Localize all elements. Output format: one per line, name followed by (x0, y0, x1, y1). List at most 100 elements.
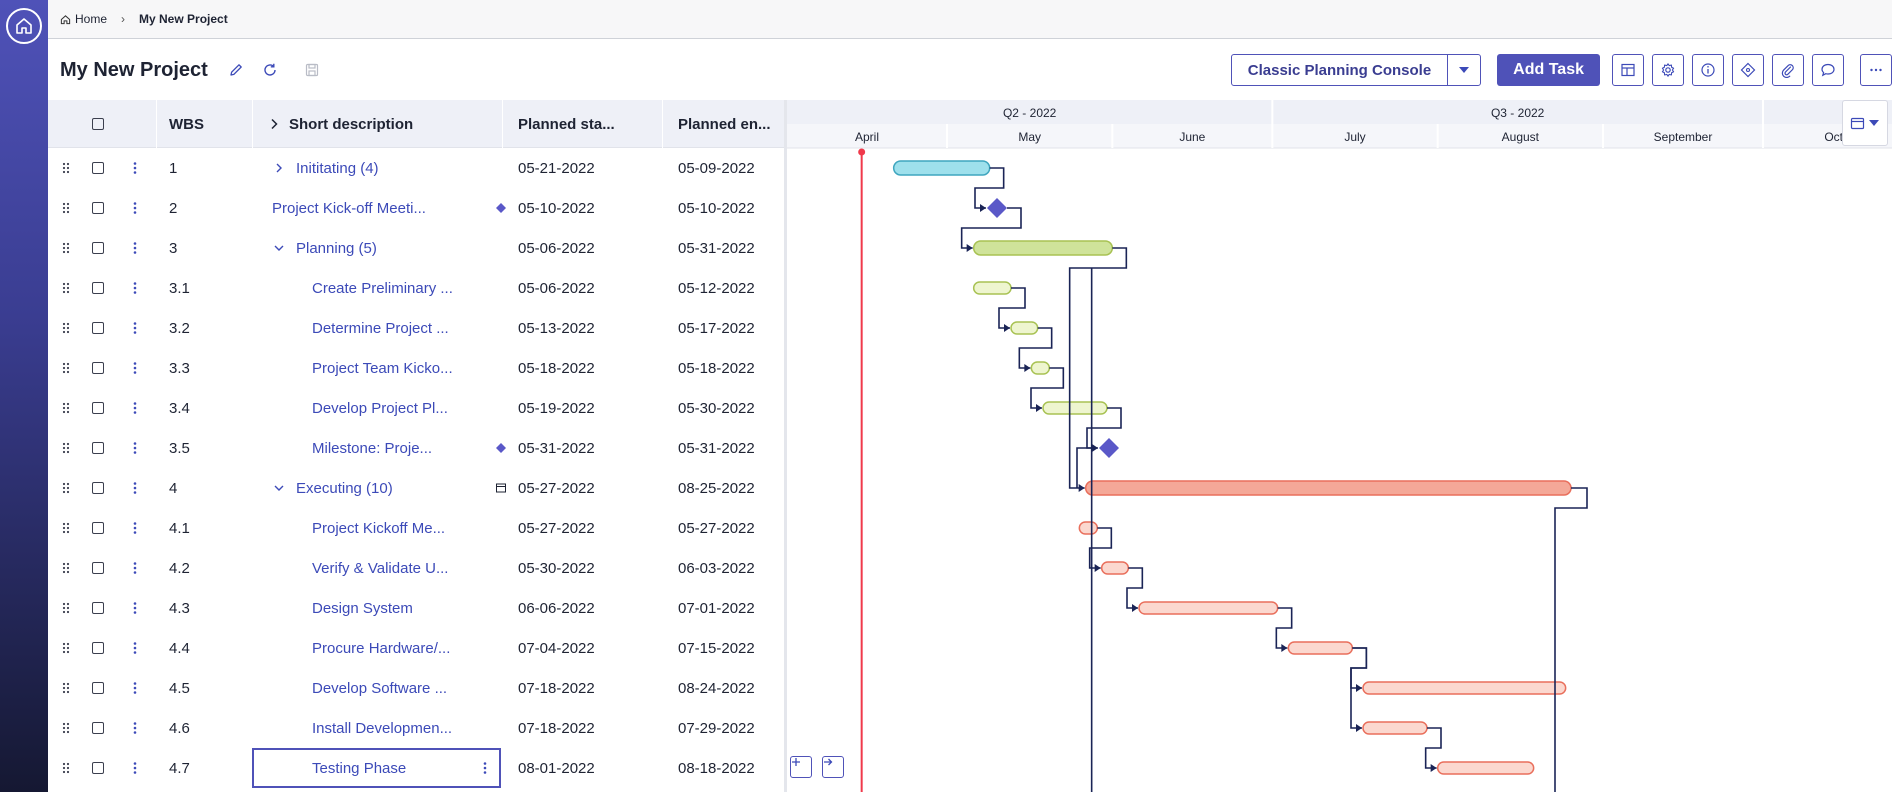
task-bar[interactable] (1138, 601, 1279, 615)
collapse-group-button[interactable] (272, 468, 286, 508)
row-menu-button[interactable] (130, 388, 140, 428)
console-dropdown-button[interactable] (1448, 55, 1480, 85)
task-row[interactable]: 3 Planning (5) 05-06-2022 05-31-2022 (48, 228, 784, 268)
drag-handle[interactable] (62, 508, 72, 548)
row-checkbox[interactable] (92, 668, 104, 708)
row-checkbox[interactable] (92, 308, 104, 348)
drag-handle[interactable] (62, 148, 72, 188)
column-header-planned-start[interactable]: Planned sta... (518, 115, 615, 133)
row-menu-button[interactable] (130, 628, 140, 668)
summary-bar[interactable] (972, 240, 1114, 256)
add-task-button[interactable]: Add Task (1497, 54, 1600, 86)
task-bar[interactable] (1436, 761, 1535, 775)
attachment-button[interactable] (1772, 54, 1804, 86)
drag-handle[interactable] (62, 348, 72, 388)
task-bar[interactable] (1042, 401, 1108, 415)
row-menu-button[interactable] (130, 428, 140, 468)
task-row[interactable]: 1 Inititating (4) 05-21-2022 05-09-2022 (48, 148, 784, 188)
task-bar[interactable] (1078, 521, 1099, 535)
row-checkbox[interactable] (92, 548, 104, 588)
task-name-link[interactable]: Testing Phase (312, 759, 407, 777)
row-menu-button[interactable] (130, 188, 140, 228)
task-row[interactable]: 2 Project Kick-off Meeti... 05-10-2022 0… (48, 188, 784, 228)
gantt-zoom-in-button[interactable] (790, 756, 812, 778)
row-menu-button[interactable] (130, 468, 140, 508)
drag-handle[interactable] (62, 228, 72, 268)
row-menu-button[interactable] (130, 228, 140, 268)
row-checkbox[interactable] (92, 748, 104, 788)
drag-handle[interactable] (62, 748, 72, 788)
task-name-link[interactable]: Project Kick-off Meeti... (272, 199, 426, 217)
comment-button[interactable] (1812, 54, 1844, 86)
row-menu-button[interactable] (130, 268, 140, 308)
task-name-link[interactable]: Project Kickoff Me... (312, 519, 446, 537)
edit-title-button[interactable] (226, 60, 246, 80)
row-menu-button[interactable] (130, 148, 140, 188)
task-bar[interactable] (1287, 641, 1354, 655)
row-menu-button[interactable] (130, 348, 140, 388)
select-all-checkbox[interactable] (92, 100, 104, 148)
task-bar[interactable] (1362, 721, 1428, 735)
task-name-link[interactable]: Create Preliminary ... (312, 279, 453, 297)
splitter[interactable] (784, 100, 787, 792)
task-bar[interactable] (1100, 561, 1130, 575)
row-checkbox[interactable] (92, 708, 104, 748)
cell-menu-button[interactable] (476, 748, 494, 788)
task-row[interactable]: 3.3 Project Team Kicko... 05-18-2022 05-… (48, 348, 784, 388)
collapse-group-button[interactable] (272, 228, 286, 268)
row-menu-button[interactable] (130, 708, 140, 748)
drag-handle[interactable] (62, 428, 72, 468)
task-name-link[interactable]: Develop Software ... (312, 679, 448, 697)
task-name-link[interactable]: Project Team Kicko... (312, 359, 453, 377)
settings-button[interactable] (1652, 54, 1684, 86)
milestone-button[interactable] (1732, 54, 1764, 86)
save-button[interactable] (302, 60, 322, 80)
milestone-diamond[interactable] (987, 198, 1007, 218)
task-name-link[interactable]: Design System (312, 599, 413, 617)
task-name-link[interactable]: Milestone: Proje... (312, 439, 433, 457)
task-bar[interactable] (1362, 681, 1567, 695)
row-checkbox[interactable] (92, 428, 104, 468)
row-menu-button[interactable] (130, 588, 140, 628)
task-bar[interactable] (972, 281, 1012, 295)
task-name-link[interactable]: Develop Project Pl... (312, 399, 448, 417)
row-checkbox[interactable] (92, 628, 104, 668)
row-checkbox[interactable] (92, 228, 104, 268)
expand-all-button[interactable] (269, 100, 279, 148)
expand-group-button[interactable] (272, 148, 286, 188)
refresh-button[interactable] (260, 60, 280, 80)
row-checkbox[interactable] (92, 188, 104, 228)
drag-handle[interactable] (62, 388, 72, 428)
task-name-link[interactable]: Planning (5) (296, 239, 377, 257)
timescale-button[interactable] (1842, 100, 1888, 146)
drag-handle[interactable] (62, 548, 72, 588)
task-bar[interactable] (1030, 361, 1051, 375)
task-row[interactable]: 4 Executing (10) 05-27-2022 08-25-2022 (48, 468, 784, 508)
drag-handle[interactable] (62, 308, 72, 348)
summary-bar[interactable] (892, 160, 991, 176)
row-menu-button[interactable] (130, 308, 140, 348)
task-name-link[interactable]: Install Developmen... (312, 719, 453, 737)
console-button[interactable]: Classic Planning Console (1232, 55, 1449, 85)
row-checkbox[interactable] (92, 268, 104, 308)
task-row[interactable]: 4.3 Design System 06-06-2022 07-01-2022 (48, 588, 784, 628)
gantt-scroll-to-task-button[interactable] (822, 756, 844, 778)
task-row[interactable]: 4.5 Develop Software ... 07-18-2022 08-2… (48, 668, 784, 708)
task-row[interactable]: 4.6 Install Developmen... 07-18-2022 07-… (48, 708, 784, 748)
task-row[interactable]: 4.7 Testing Phase 08-01-2022 08-18-2022 (48, 748, 784, 788)
task-row[interactable]: 3.1 Create Preliminary ... 05-06-2022 05… (48, 268, 784, 308)
row-checkbox[interactable] (92, 148, 104, 188)
row-checkbox[interactable] (92, 388, 104, 428)
row-checkbox[interactable] (92, 348, 104, 388)
task-name-link[interactable]: Inititating (4) (296, 159, 379, 177)
drag-handle[interactable] (62, 268, 72, 308)
task-bar[interactable] (1010, 321, 1039, 335)
task-row[interactable]: 3.4 Develop Project Pl... 05-19-2022 05-… (48, 388, 784, 428)
task-row[interactable]: 4.1 Project Kickoff Me... 05-27-2022 05-… (48, 508, 784, 548)
column-header-wbs[interactable]: WBS (169, 115, 204, 133)
drag-handle[interactable] (62, 188, 72, 228)
layout-button[interactable] (1612, 54, 1644, 86)
drag-handle[interactable] (62, 588, 72, 628)
row-checkbox[interactable] (92, 508, 104, 548)
row-checkbox[interactable] (92, 588, 104, 628)
